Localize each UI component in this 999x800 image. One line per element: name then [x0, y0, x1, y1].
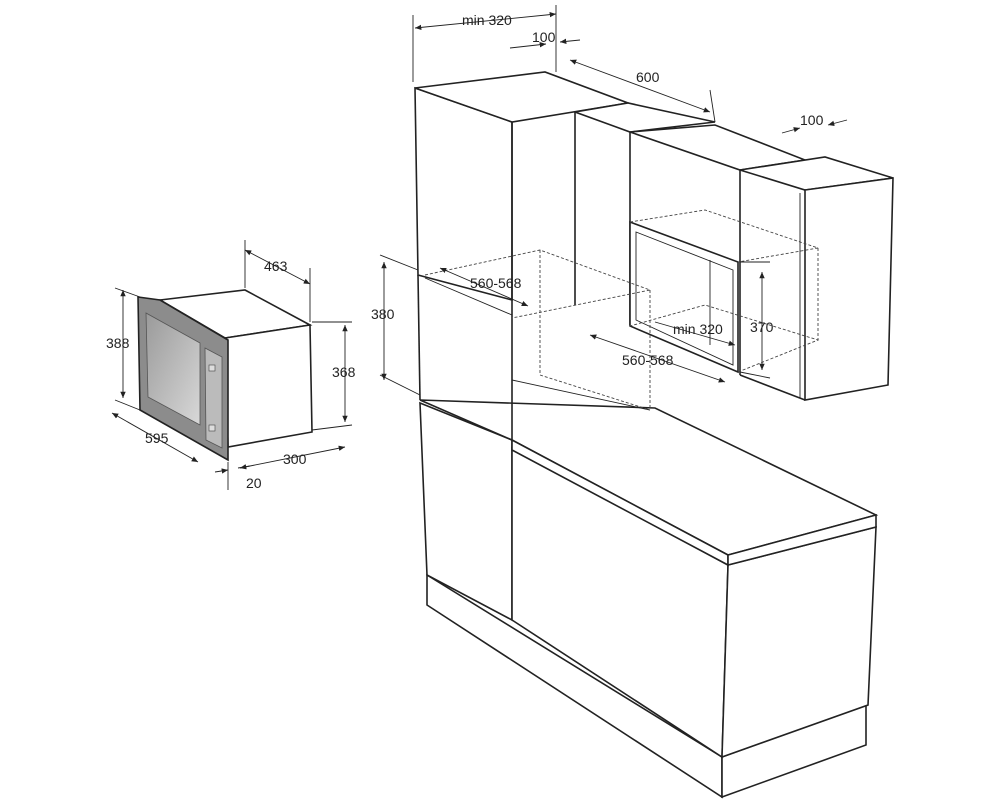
label-niche-min-depth-right: min 320 [673, 321, 723, 337]
base-cabinet [419, 399, 879, 799]
label-niche-height-right: 370 [750, 319, 774, 335]
label-niche-height-left: 380 [371, 306, 395, 322]
label-niche-width-left: 560-568 [470, 275, 522, 291]
label-top-offset: 100 [532, 29, 556, 45]
label-microwave-height-total: 388 [106, 335, 130, 351]
label-microwave-depth: 463 [264, 258, 288, 274]
label-min-top-clearance: min 320 [462, 12, 512, 28]
label-microwave-width: 595 [145, 430, 169, 446]
label-microwave-height-body: 368 [332, 364, 356, 380]
wall-cabinets [571, 102, 894, 401]
label-front-thickness: 20 [246, 475, 262, 491]
microwave-appliance [137, 289, 313, 462]
installation-dimension-lines [379, 5, 848, 396]
label-microwave-body-depth: 300 [283, 451, 307, 467]
label-niche-width-right: 560-568 [622, 352, 674, 368]
label-side-offset: 100 [800, 112, 824, 128]
label-cabinet-depth: 600 [636, 69, 660, 85]
microwave-dimension-lines [111, 240, 353, 490]
